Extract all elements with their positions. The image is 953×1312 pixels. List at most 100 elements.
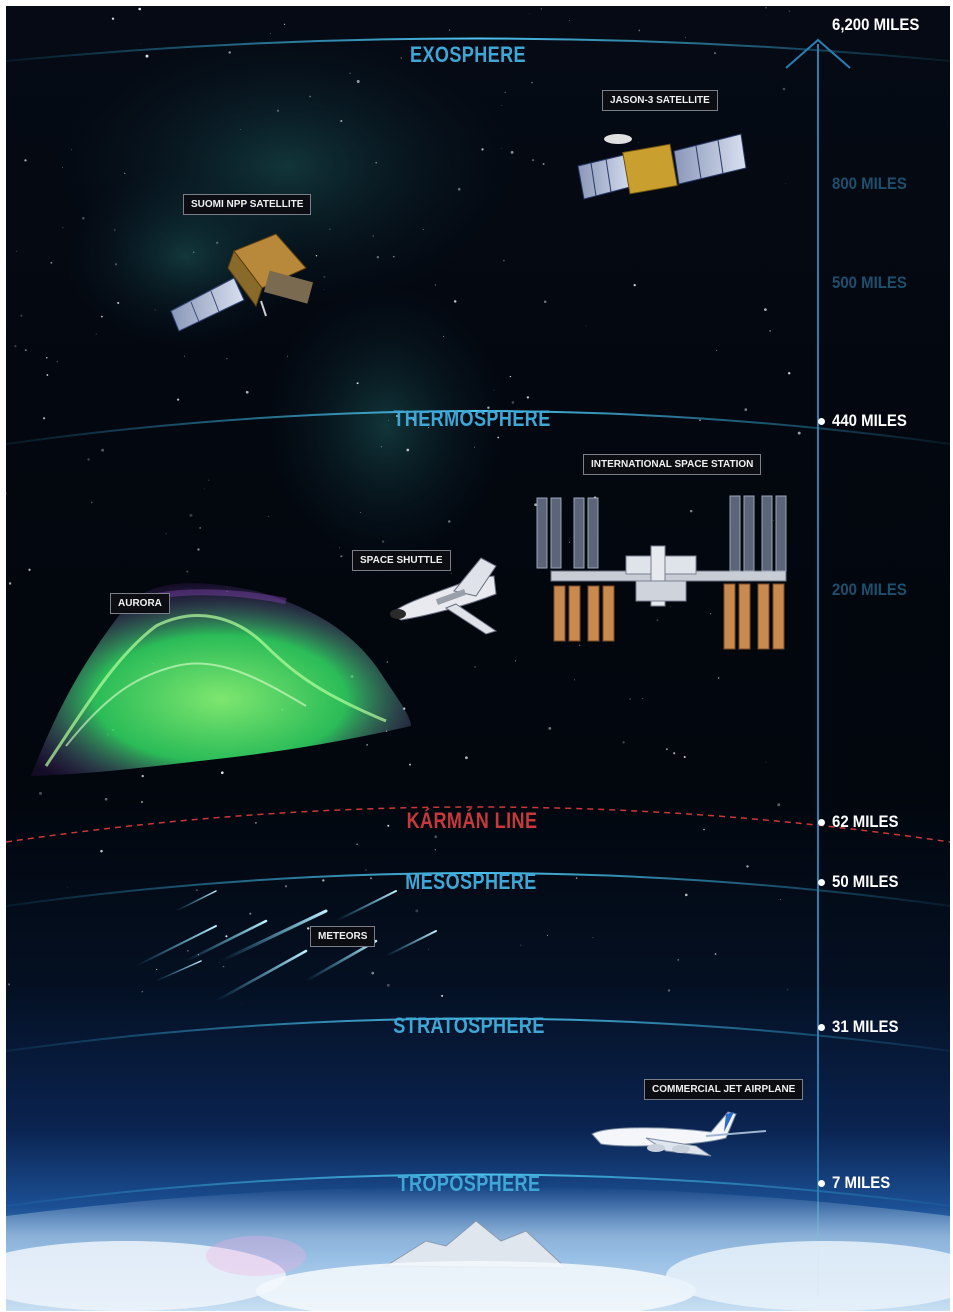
star <box>140 43 142 44</box>
star <box>104 797 108 801</box>
altitude-50: 50 MILES <box>832 872 899 891</box>
star <box>765 761 767 763</box>
star <box>422 229 424 230</box>
star <box>503 259 505 262</box>
airplane-icon <box>591 1111 767 1157</box>
star <box>375 161 378 164</box>
star <box>450 572 452 574</box>
star <box>642 698 644 699</box>
star <box>448 520 451 523</box>
layer-stratosphere: STRATOSPHERE <box>393 1013 545 1038</box>
star <box>765 7 767 9</box>
star <box>481 148 484 151</box>
star <box>409 763 411 766</box>
altitude-7: 7 MILES <box>832 1173 891 1192</box>
star <box>192 251 195 254</box>
star <box>371 971 375 975</box>
star <box>95 333 97 335</box>
star <box>199 526 202 529</box>
star <box>113 229 116 231</box>
star <box>744 408 748 411</box>
label-jet-airplane: COMMERCIAL JET AIRPLANE <box>644 1079 804 1100</box>
star <box>533 875 535 877</box>
star <box>629 698 631 700</box>
star <box>387 824 390 827</box>
star <box>156 968 158 970</box>
star <box>647 417 649 419</box>
star <box>465 756 468 760</box>
star <box>797 431 801 435</box>
star <box>225 935 228 938</box>
star <box>82 217 85 220</box>
star <box>412 418 416 421</box>
star <box>307 927 310 930</box>
star <box>283 23 286 25</box>
star <box>114 263 118 266</box>
star <box>592 937 594 939</box>
star <box>208 479 210 481</box>
star <box>782 87 786 91</box>
star <box>575 877 578 879</box>
international-space-station-icon <box>536 495 787 650</box>
star <box>287 355 288 357</box>
star <box>542 163 545 165</box>
star <box>785 183 787 185</box>
label-suomi-npp: SUOMI NPP SATELLITE <box>183 194 312 215</box>
thermosphere-boundary <box>6 410 950 445</box>
star <box>90 501 93 504</box>
layer-thermosphere: THERMOSPHERE <box>393 406 551 431</box>
star <box>245 390 249 394</box>
star <box>226 358 228 360</box>
altitude-top: 6,200 MILES <box>832 15 920 34</box>
star <box>689 509 693 513</box>
star <box>61 167 63 168</box>
altitude-axis <box>785 38 851 1296</box>
star <box>376 256 380 259</box>
star <box>222 965 225 968</box>
star <box>323 275 326 278</box>
star <box>56 361 58 363</box>
star <box>578 644 581 646</box>
star <box>284 885 288 888</box>
star <box>677 959 679 961</box>
star <box>493 389 495 391</box>
star <box>42 417 46 420</box>
star <box>101 315 103 318</box>
star <box>787 989 789 991</box>
star <box>703 828 705 831</box>
label-aurora: AURORA <box>110 593 170 614</box>
label-meteors: METEORS <box>310 926 376 947</box>
star <box>685 893 688 897</box>
star <box>386 661 389 664</box>
star <box>370 877 372 880</box>
axis-arrow-icon <box>785 38 851 69</box>
star <box>622 741 625 744</box>
star <box>124 172 126 175</box>
star <box>189 513 193 517</box>
star <box>329 228 331 230</box>
aurora-icon <box>31 583 411 776</box>
star <box>70 149 72 151</box>
altitude-dot-31 <box>818 1024 825 1031</box>
star <box>67 886 69 888</box>
star <box>356 382 359 385</box>
star <box>323 289 325 291</box>
star <box>526 396 530 399</box>
star <box>487 406 490 409</box>
star <box>356 843 358 846</box>
star <box>415 909 419 913</box>
star <box>574 679 575 681</box>
star <box>62 227 64 229</box>
star <box>24 159 27 162</box>
altitude-800: 800 MILES <box>832 174 907 193</box>
star <box>548 727 552 730</box>
star <box>569 20 571 22</box>
layer-troposphere: TROPOSPHERE <box>397 1171 541 1196</box>
star <box>165 533 167 535</box>
layer-karman-line: KÁRMÁN LINE <box>406 808 538 833</box>
star <box>239 129 241 131</box>
star <box>50 261 53 264</box>
star <box>585 325 587 327</box>
star <box>448 29 451 31</box>
star <box>713 52 717 55</box>
